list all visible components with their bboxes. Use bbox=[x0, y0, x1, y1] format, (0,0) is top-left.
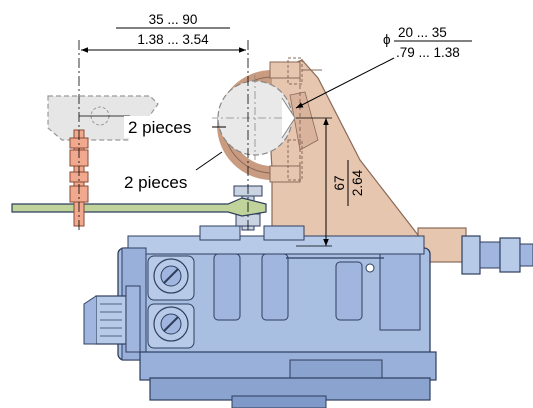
height-inches: 2.64 bbox=[350, 169, 365, 196]
dimension-pipe-diameter: ϕ 20 ... 35 .79 ... 1.38 bbox=[295, 25, 472, 109]
pipe-diameter-metric: 20 ... 35 bbox=[398, 25, 447, 40]
cable-gland bbox=[83, 285, 141, 353]
lever-length-metric: 35 ... 90 bbox=[149, 12, 198, 27]
label-pieces-upper: 2 pieces bbox=[124, 116, 226, 138]
pneumatic-fitting bbox=[461, 235, 533, 275]
height-metric: 67 bbox=[332, 175, 347, 190]
positioner-housing bbox=[117, 225, 437, 408]
center-lines bbox=[78, 40, 249, 232]
pipe-outline bbox=[210, 75, 300, 160]
diameter-symbol-icon: ϕ bbox=[383, 32, 391, 47]
lever-length-inches: 1.38 ... 3.54 bbox=[137, 32, 209, 47]
pipe-diameter-inches: .79 ... 1.38 bbox=[396, 45, 460, 60]
cover-screw-upper bbox=[147, 255, 195, 301]
dimension-lever-length: 35 ... 90 1.38 ... 3.54 bbox=[81, 12, 246, 53]
cover-screw-lower bbox=[147, 303, 195, 349]
lever-arm bbox=[11, 197, 267, 217]
pieces-upper-text: 2 pieces bbox=[128, 118, 191, 137]
label-pieces-lower: 2 pieces bbox=[124, 151, 223, 192]
pieces-lower-text: 2 pieces bbox=[124, 173, 187, 192]
dimension-height: 67 2.64 bbox=[296, 117, 365, 247]
